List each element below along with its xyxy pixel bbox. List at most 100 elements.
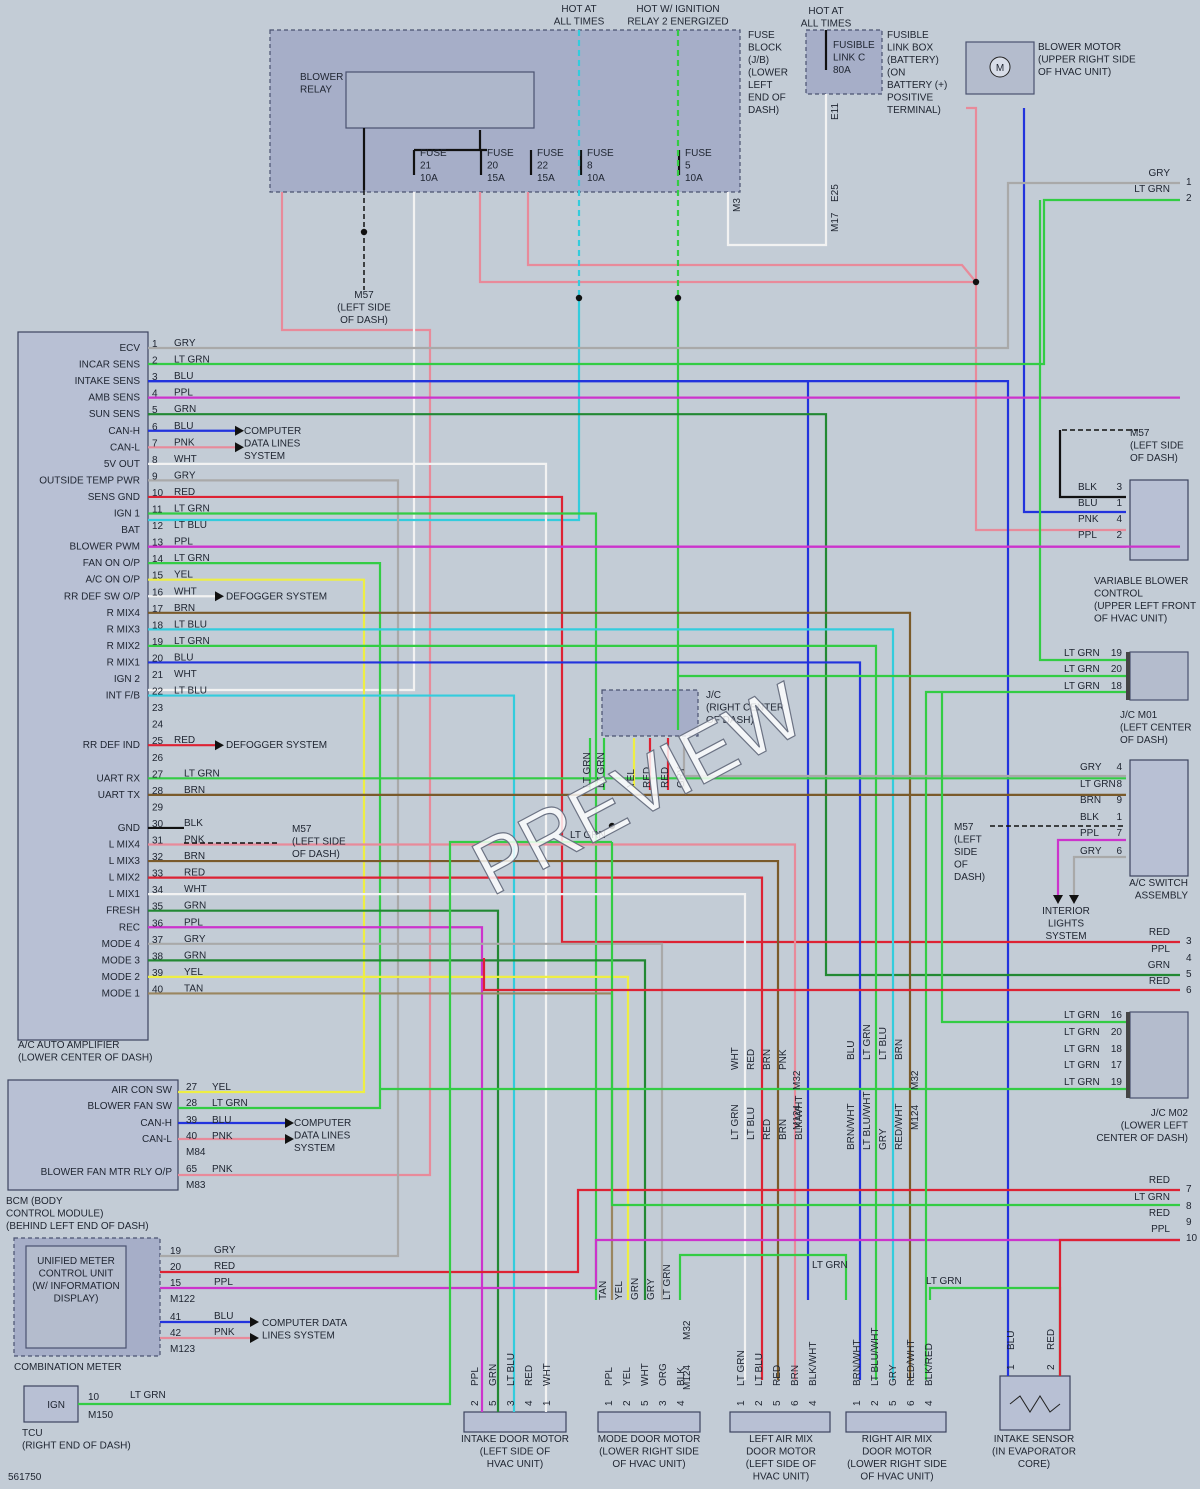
amp-pin-num-22: 22 (152, 687, 164, 698)
jc-m02-pin-num-3: 17 (1111, 1060, 1123, 1071)
ac-switch-pin-wire-4: PPL (1080, 828, 1099, 839)
amp-pin-num-7: 7 (152, 438, 158, 449)
jc-m02-pin-num-1: 20 (1111, 1027, 1123, 1038)
jc-center-wire-4: RED (660, 767, 671, 788)
wire-mode4-gry (148, 942, 664, 1300)
jc-m02-pin-wire-3: LT GRN (1064, 1060, 1100, 1071)
meter-pin-wire-20: RED (214, 1261, 235, 1272)
offpage-num-3: 3 (1186, 936, 1192, 947)
amp-pin-name-28: UART TX (98, 790, 141, 801)
jc-center-ltgrn-label: LT GRN (570, 830, 606, 841)
right-mix-connector-m124: M124 (910, 1105, 921, 1130)
wire-ign1-ltgrn (148, 512, 598, 1300)
jc-m02-pin-wire-0: LT GRN (1064, 1010, 1100, 1021)
wire-rmix3-ltblu (148, 628, 895, 1380)
bcm-pin-num-27: 27 (186, 1082, 198, 1093)
ref-defogger-1: DEFOGGER SYSTEM (226, 591, 327, 602)
amp-pin-name-38: MODE 3 (102, 955, 141, 966)
amp-pin-wire-20: BLU (174, 652, 193, 663)
jc-m02-pin-wire-4: LT GRN (1064, 1077, 1100, 1088)
amp-pin-name-1: ECV (119, 343, 140, 354)
intake-sensor-pin-num-1: 1 (1006, 1364, 1017, 1370)
left-mix-pin-wire-0: LT GRN (736, 1350, 747, 1386)
amp-pin-name-9: OUTSIDE TEMP PWR (39, 475, 140, 486)
amp-pin-wire-27: LT GRN (184, 768, 220, 779)
amp-pin-name-17: R MIX4 (107, 608, 141, 619)
wire-jcm02-16 (940, 692, 1126, 1024)
ac-switch-pin-num-5: 6 (1116, 846, 1122, 857)
splice-jc-center (608, 822, 616, 830)
jc-m01-pin-wire-0: LT GRN (1064, 648, 1100, 659)
tcu-pin-wire: LT GRN (130, 1390, 166, 1401)
amp-pin-wire-12: LT BLU (174, 520, 207, 531)
amp-pin-num-31: 31 (152, 836, 164, 847)
amp-pin-num-1: 1 (152, 339, 158, 350)
wire-m3-to-fusible (726, 94, 828, 247)
jc-m02-pin-wire-2: LT GRN (1064, 1044, 1100, 1055)
bcm-pin-num-28: 28 (186, 1098, 198, 1109)
arrow-meter-can-h (250, 1317, 259, 1327)
left-mix-mid-wire-4: BLK/WHT (794, 1096, 805, 1140)
meter-inner (25, 1245, 127, 1349)
amp-pin-name-35: FRESH (106, 906, 140, 917)
meter-pin-wire-42: PNK (214, 1327, 235, 1338)
amp-pin-name-5: SUN SENS (89, 409, 140, 420)
vbc-pin-wire-0: BLK (1078, 482, 1097, 493)
tcu-pin-num: 10 (88, 1392, 100, 1403)
bcm-pin-wire-27: YEL (212, 1082, 231, 1093)
amp-pin-num-32: 32 (152, 852, 164, 863)
amp-pin-num-23: 23 (152, 703, 164, 714)
amp-pin-num-20: 20 (152, 653, 164, 664)
amp-pin-wire-25: RED (174, 735, 195, 746)
wire-fresh-grn (148, 909, 500, 1412)
amp-pin-wire-21: WHT (174, 669, 197, 680)
wire-rmix2-ltgrn (148, 644, 878, 1380)
amp-pin-name-11: IGN 1 (114, 509, 141, 520)
bcm-pin-name-28: BLOWER FAN SW (88, 1101, 173, 1112)
amp-pin-num-8: 8 (152, 455, 158, 466)
arrow-can-l (235, 442, 244, 453)
meter-label: COMBINATION METER (14, 1362, 122, 1373)
mode-motor-pin-num-1: 2 (622, 1400, 633, 1406)
wire-jcm01-18 (924, 690, 1126, 1380)
amp-pin-wire-32: BRN (184, 851, 205, 862)
amp-pin-num-30: 30 (152, 819, 164, 830)
amp-pin-num-2: 2 (152, 356, 158, 367)
amp-pin-name-40: MODE 1 (102, 988, 141, 999)
right-mix-mid-wire-0: BRN/WHT (846, 1103, 857, 1150)
amp-pin-num-19: 19 (152, 637, 164, 648)
amp-pin-wire-38: GRN (184, 950, 206, 961)
blower-relay-box (345, 71, 535, 129)
tcu-inner: IGN (47, 1400, 65, 1411)
bcm-pin-name-65: BLOWER FAN MTR RLY O/P (41, 1167, 173, 1178)
amp-pin-num-5: 5 (152, 405, 158, 416)
arrow-defogger-2 (215, 740, 224, 751)
amp-pin-num-34: 34 (152, 885, 164, 896)
bcm-pin-name-39: CAN-H (140, 1118, 172, 1129)
amp-pin-wire-22: LT BLU (174, 686, 207, 697)
amp-pin-name-30: GND (118, 823, 140, 834)
splice-ltblu (575, 294, 583, 302)
amp-pin-name-39: MODE 2 (102, 972, 141, 983)
bcm-pin-num-40: 40 (186, 1131, 198, 1142)
mode-motor-top-wire-3: GRY (646, 1278, 657, 1300)
wire-rec-ppl (148, 926, 484, 1412)
offpage-wire-1: GRY (1149, 168, 1171, 179)
amp-pin-name-22: INT F/B (106, 691, 141, 702)
amp-pin-num-9: 9 (152, 471, 158, 482)
mode-motor-box (597, 1411, 701, 1433)
amp-pin-wire-13: PPL (174, 537, 193, 548)
left-mix-pin-num-4: 4 (808, 1400, 819, 1406)
amp-pin-num-38: 38 (152, 951, 164, 962)
jc-m01-bus (1126, 652, 1130, 700)
amp-pin-wire-28: BRN (184, 785, 205, 796)
